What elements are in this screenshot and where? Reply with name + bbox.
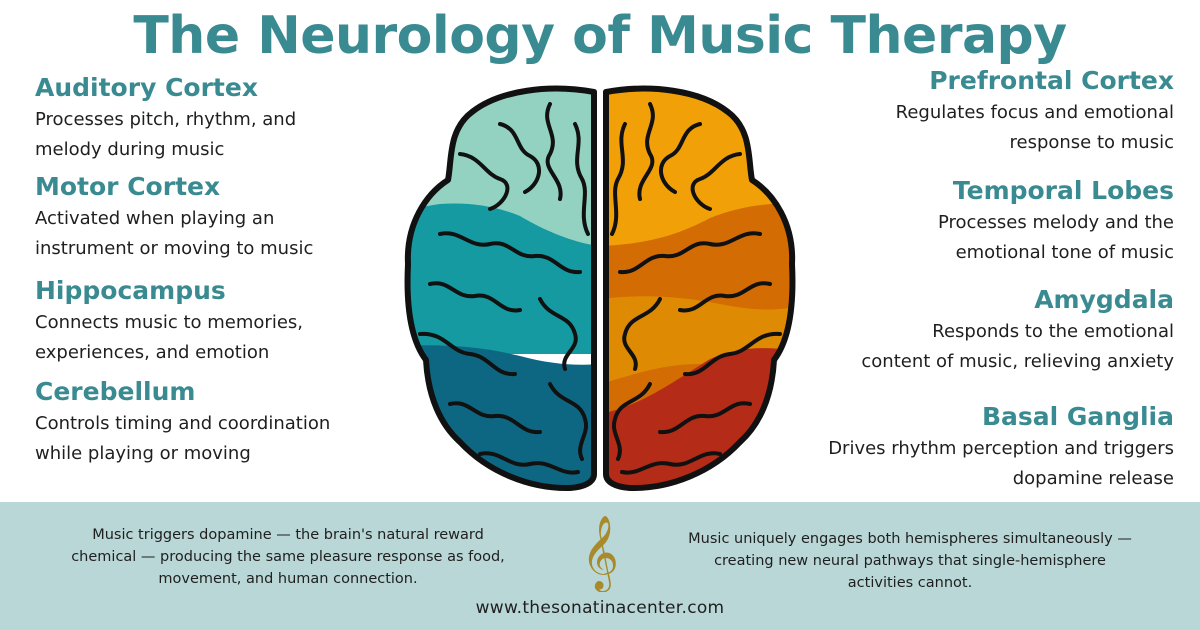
region-name: Motor Cortex bbox=[35, 172, 221, 201]
left-hemisphere-outline bbox=[404, 85, 597, 492]
region-name: Cerebellum bbox=[35, 377, 196, 406]
region-auditory-cortex: Auditory Cortex Processes pitch, rhythm,… bbox=[35, 73, 395, 165]
svg-text:𝄞: 𝄞 bbox=[581, 516, 619, 592]
footer-band: Music triggers dopamine — the brain's na… bbox=[0, 502, 1200, 630]
treble-clef-icon: 𝄞 bbox=[581, 516, 619, 592]
region-name: Prefrontal Cortex bbox=[929, 66, 1174, 95]
region-name: Hippocampus bbox=[35, 276, 226, 305]
left-hemisphere bbox=[407, 88, 594, 489]
region-name: Basal Ganglia bbox=[981, 402, 1174, 431]
right-hemisphere-outline bbox=[603, 85, 796, 492]
brain-illustration bbox=[404, 85, 796, 492]
website-url[interactable]: www.thesonatinacenter.com bbox=[475, 598, 725, 618]
region-cerebellum: Cerebellum Controls timing and coordinat… bbox=[35, 377, 395, 469]
brain-folds bbox=[418, 102, 782, 475]
region-name: Amygdala bbox=[1034, 285, 1174, 314]
fact-hemispheres: Music uniquely engages both hemispheres … bbox=[688, 531, 1132, 591]
page-title: The Neurology of Music Therapy bbox=[133, 6, 1067, 66]
right-hemisphere bbox=[606, 88, 793, 489]
region-description: Connects music to memories,experiences, … bbox=[35, 312, 303, 363]
region-hippocampus: Hippocampus Connects music to memories,e… bbox=[35, 276, 395, 368]
region-name: Auditory Cortex bbox=[35, 73, 258, 102]
region-prefrontal-cortex: Prefrontal Cortex Regulates focus and em… bbox=[794, 66, 1174, 158]
region-basal-ganglia: Basal Ganglia Drives rhythm perception a… bbox=[794, 402, 1174, 494]
region-name: Temporal Lobes bbox=[952, 176, 1174, 205]
fact-dopamine: Music triggers dopamine — the brain's na… bbox=[71, 527, 505, 587]
